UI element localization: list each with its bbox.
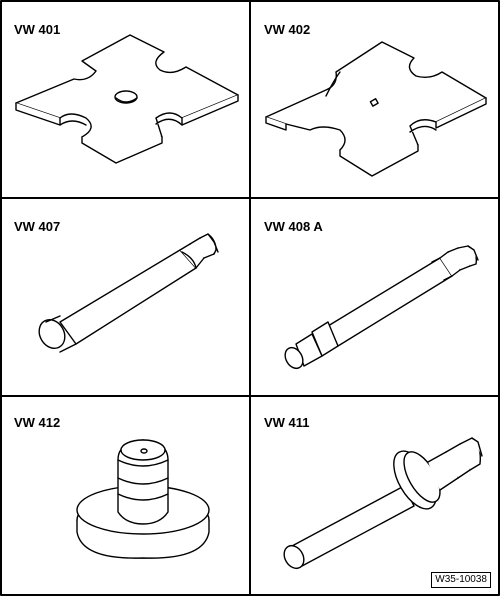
tool-label-vw411: VW 411 xyxy=(264,415,310,430)
figure-reference-box: W35-10038 xyxy=(431,572,491,588)
vw402-plate-drawing xyxy=(265,41,487,177)
vw411-pin-drawing xyxy=(283,437,483,570)
vw401-plate-drawing xyxy=(15,34,239,164)
vw408a-shaft-drawing xyxy=(284,245,479,370)
tool-label-vw408a: VW 408 A xyxy=(264,219,323,234)
vw412-mushroom-drawing xyxy=(76,439,210,559)
vw407-shaft-drawing xyxy=(38,233,219,353)
tool-label-vw412: VW 412 xyxy=(14,415,61,430)
tool-label-vw407: VW 407 xyxy=(14,219,61,234)
tool-label-vw402: VW 402 xyxy=(264,22,311,37)
tool-label-vw401: VW 401 xyxy=(14,22,61,37)
